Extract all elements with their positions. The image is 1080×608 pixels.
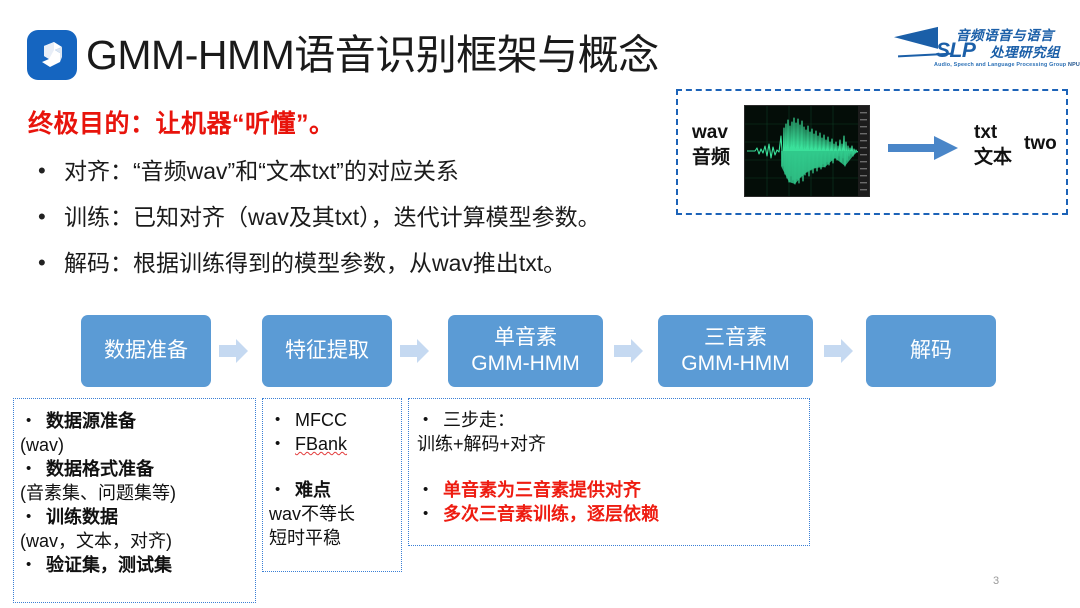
bullet-marker-icon: • bbox=[275, 411, 281, 428]
list-item-label: 训练：已知对齐（wav及其txt），迭代计算模型参数。 bbox=[64, 204, 601, 230]
bullet-marker-icon: • bbox=[38, 158, 46, 183]
list-item: • MFCC bbox=[269, 408, 401, 432]
list-item-label: 训练数据 bbox=[46, 507, 118, 527]
list-item-label: 数据源准备 bbox=[46, 411, 136, 431]
txt-label-line1: txt bbox=[974, 122, 998, 143]
data-preparation-details: • 数据源准备 (wav) • 数据格式准备 (音素集、问题集等) • 训练数据… bbox=[13, 398, 256, 603]
shopee-s-logo-icon bbox=[27, 30, 77, 80]
slide-header: GMM-HMM语音识别框架与概念 音频语音与语言 SLP 处理研究组 Audio… bbox=[0, 0, 1080, 92]
list-item: • 难点 bbox=[269, 478, 401, 502]
list-item-label: 难点 bbox=[295, 480, 331, 500]
block-arrow-right-icon bbox=[824, 337, 854, 365]
list-item: • 数据源准备 bbox=[20, 409, 255, 433]
pipeline-step-feature-extraction[interactable]: 特征提取 bbox=[262, 315, 392, 387]
block-arrow-right-icon bbox=[219, 337, 249, 365]
feature-extraction-details: • MFCC • FBank • 难点 wav不等长 短时平稳 bbox=[262, 398, 402, 572]
list-item: • 训练：已知对齐（wav及其txt），迭代计算模型参数。 bbox=[30, 200, 670, 234]
list-item-label: 对齐：“音频wav”和“文本txt”的对应关系 bbox=[64, 158, 459, 184]
audio-waveform-image bbox=[744, 105, 870, 197]
pipeline-step-label: 解码 bbox=[910, 339, 952, 362]
wav-to-txt-panel: wav 音频 bbox=[676, 89, 1068, 215]
list-item: • 解码：根据训练得到的模型参数，从wav推出txt。 bbox=[30, 246, 670, 280]
pipeline-step-label: 数据准备 bbox=[104, 339, 188, 362]
bullet-marker-icon: • bbox=[423, 505, 429, 522]
pipeline-step-decoding[interactable]: 解码 bbox=[866, 315, 996, 387]
block-arrow-right-icon bbox=[400, 337, 430, 365]
org-logo: 音频语音与语言 SLP 处理研究组 Audio, Speech and Lang… bbox=[894, 24, 1080, 74]
right-arrow-icon bbox=[888, 133, 960, 163]
list-item: • 验证集，测试集 bbox=[20, 553, 255, 577]
list-item-note: wav不等长 bbox=[269, 504, 356, 524]
list-item-label: 单音素为三音素提供对齐 bbox=[443, 480, 641, 500]
bullet-marker-icon: • bbox=[26, 460, 32, 477]
goal-heading: 终极目的：让机器“听懂”。 bbox=[28, 110, 335, 138]
bullet-marker-icon: • bbox=[26, 508, 32, 525]
list-item: • 三步走： bbox=[417, 408, 809, 432]
org-logo-tagline-suffix: NPU bbox=[1068, 62, 1080, 68]
org-logo-cn-top: 音频语音与语言 bbox=[956, 28, 1054, 43]
list-item-label: 解码：根据训练得到的模型参数，从wav推出txt。 bbox=[64, 250, 567, 276]
list-item: • 训练数据 bbox=[20, 505, 255, 529]
org-logo-tagline: Audio, Speech and Language Processing Gr… bbox=[934, 62, 1080, 68]
pipeline-step-triphone-gmm-hmm[interactable]: 三音素 GMM-HMM bbox=[658, 315, 813, 387]
bullet-list: • 对齐：“音频wav”和“文本txt”的对应关系 • 训练：已知对齐（wav及… bbox=[30, 154, 670, 292]
pipeline-step-label: 特征提取 bbox=[285, 339, 369, 362]
list-item-note: 短时平稳 bbox=[269, 528, 341, 548]
list-item-note: (wav，文本，对齐) bbox=[20, 531, 172, 551]
bullet-marker-icon: • bbox=[26, 556, 32, 573]
pipeline-step-sublabel: GMM-HMM bbox=[681, 352, 790, 375]
spacer bbox=[417, 456, 809, 478]
wav-panel-word: two bbox=[1024, 133, 1057, 154]
txt-label-line2: 文本 bbox=[974, 147, 1013, 168]
bullet-marker-icon: • bbox=[38, 204, 46, 229]
bullet-marker-icon: • bbox=[26, 412, 32, 429]
pipeline-step-label: 三音素 bbox=[704, 326, 767, 349]
list-item-label: 三步走： bbox=[443, 410, 515, 430]
pipeline-step-sublabel: GMM-HMM bbox=[471, 352, 580, 375]
block-arrow-right-icon bbox=[614, 337, 644, 365]
list-item-note: 训练+解码+对齐 bbox=[417, 434, 547, 454]
bullet-marker-icon: • bbox=[275, 435, 281, 452]
bullet-marker-icon: • bbox=[38, 250, 46, 275]
org-logo-slp: SLP bbox=[936, 39, 976, 62]
list-item: • 单音素为三音素提供对齐 bbox=[417, 478, 809, 502]
list-item-note: (音素集、问题集等) bbox=[20, 483, 176, 503]
pipeline-step-label: 单音素 bbox=[494, 326, 557, 349]
wav-panel-right-label: txt 文本 bbox=[974, 120, 1012, 170]
list-item-label: FBank bbox=[295, 434, 348, 454]
list-item-label: 多次三音素训练，逐层依赖 bbox=[443, 504, 659, 524]
list-item-label: MFCC bbox=[295, 410, 347, 430]
pipeline-flow: 数据准备 特征提取 单音素 GMM-HMM 三音素 GMM-HMM bbox=[0, 315, 1080, 387]
org-logo-tagline-text: Audio, Speech and Language Processing Gr… bbox=[934, 62, 1067, 68]
bullet-marker-icon: • bbox=[423, 481, 429, 498]
list-item-note: (wav) bbox=[20, 435, 64, 455]
bullet-marker-icon: • bbox=[275, 481, 281, 498]
wav-panel-left-label: wav 音频 bbox=[692, 120, 730, 170]
org-logo-cn-bottom: 处理研究组 bbox=[990, 45, 1060, 60]
page-title: GMM-HMM语音识别框架与概念 bbox=[86, 32, 659, 78]
list-item: • 多次三音素训练，逐层依赖 bbox=[417, 502, 809, 526]
list-item: • 数据格式准备 bbox=[20, 457, 255, 481]
pipeline-step-data-preparation[interactable]: 数据准备 bbox=[81, 315, 211, 387]
spacer bbox=[269, 456, 401, 478]
list-item-label: 验证集，测试集 bbox=[46, 555, 172, 575]
page-number: 3 bbox=[993, 575, 1000, 587]
wav-label-line2: 音频 bbox=[692, 147, 731, 168]
monophone-triphone-details: • 三步走： 训练+解码+对齐 • 单音素为三音素提供对齐 • 多次三音素训练，… bbox=[408, 398, 810, 546]
list-item-label: 数据格式准备 bbox=[46, 459, 154, 479]
org-logo-triangle-icon bbox=[894, 26, 938, 56]
bullet-marker-icon: • bbox=[423, 411, 429, 428]
list-item: • FBank bbox=[269, 432, 401, 456]
pipeline-step-monophone-gmm-hmm[interactable]: 单音素 GMM-HMM bbox=[448, 315, 603, 387]
wav-label-line1: wav bbox=[692, 122, 728, 143]
list-item: • 对齐：“音频wav”和“文本txt”的对应关系 bbox=[30, 154, 670, 188]
